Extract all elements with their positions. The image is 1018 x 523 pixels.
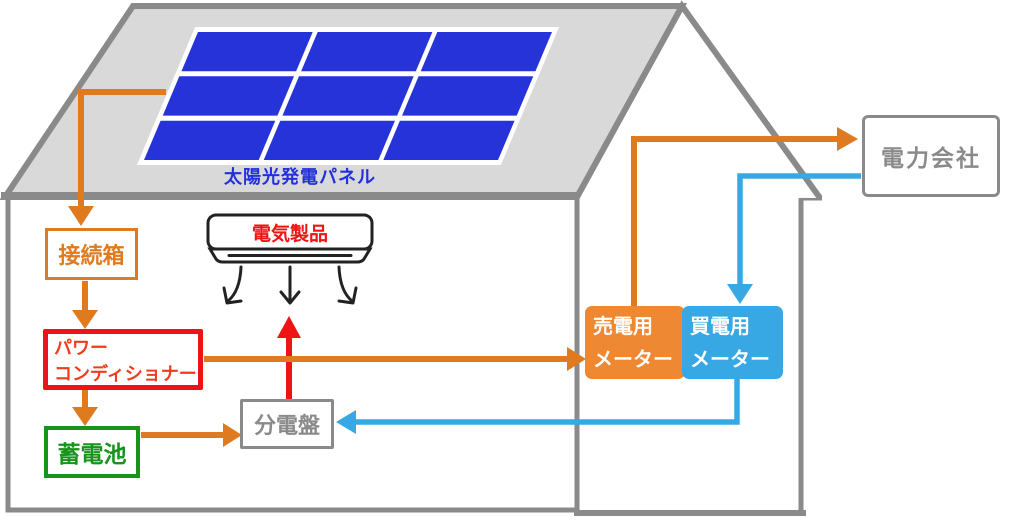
blue-arrowhead (336, 410, 356, 434)
solar-panel-label: 太陽光発電パネル (224, 167, 376, 188)
orange-flow-line (78, 89, 166, 207)
solar-cell (263, 120, 395, 160)
orange-arrowhead (837, 127, 858, 151)
air-conditioner-icon (206, 213, 374, 305)
airflow-arrow-right (337, 265, 354, 303)
distribution-board: 分電盤 (240, 399, 334, 449)
solar-cell (402, 76, 534, 116)
orange-arrowhead (223, 423, 242, 447)
solar-panel (136, 27, 560, 165)
solar-cell (162, 76, 295, 116)
orange-arrowhead (72, 407, 98, 426)
flow-battery-to-distribution (141, 423, 242, 447)
house-right-wall (798, 195, 822, 516)
orange-arrowhead (72, 310, 98, 329)
distribution-board-label: 分電盤 (253, 414, 320, 439)
flow-distribution-to-appliance (277, 316, 301, 399)
buy-meter-label-line2: メーター (690, 347, 770, 371)
power-conditioner-label-line1: パワー (54, 338, 108, 359)
orange-arrowhead (567, 347, 586, 371)
sell-meter-label-line1: 売電用 (593, 314, 653, 338)
orange-flow-line (631, 136, 838, 308)
flow-junction-to-powercond (72, 281, 98, 329)
solar-cell (181, 32, 313, 72)
sell-meter-label-line2: メーター (593, 347, 673, 371)
flow-buymeter-to-distribution (336, 379, 740, 434)
solar-cell (420, 32, 552, 72)
power-company-label: 電力会社 (881, 146, 981, 172)
airflow-arrowhead-right (337, 286, 358, 305)
flow-powercond-to-battery (72, 390, 98, 426)
buy-meter-label-line1: 買電用 (690, 314, 750, 338)
solar-cell (383, 120, 515, 160)
airflow-arrowhead-middle (279, 290, 301, 305)
storage-battery-label: 蓄電池 (57, 442, 127, 468)
flow-powercond-to-sellmeter (204, 347, 586, 371)
airflow-arrowhead-left (222, 286, 243, 305)
junction-box-label: 接続箱 (58, 244, 125, 269)
solar-cell (282, 76, 414, 116)
solar-cell (301, 32, 433, 72)
sell-power-meter: 売電用 メーター (585, 306, 685, 379)
blue-flow-line (355, 379, 740, 425)
blue-arrowhead (727, 284, 753, 304)
blue-flow-line (737, 173, 861, 284)
solar-cell (144, 120, 276, 160)
power-conditioner: パワー コンディショナー (43, 329, 203, 390)
storage-battery: 蓄電池 (44, 426, 140, 478)
power-conditioner-label-line2: コンディショナー (54, 364, 197, 385)
power-company: 電力会社 (862, 115, 1000, 197)
junction-box: 接続箱 (45, 228, 138, 280)
buy-power-meter: 買電用 メーター (682, 306, 783, 379)
orange-arrowhead (68, 206, 94, 226)
flow-sellmeter-to-powercompany (631, 127, 858, 308)
flow-panel-to-junction (68, 89, 166, 226)
electric-appliance-label: 電気製品 (251, 222, 328, 245)
flow-powercompany-to-buymeter (727, 173, 861, 304)
red-arrowhead (277, 316, 301, 338)
airflow-arrow-left (226, 265, 243, 303)
